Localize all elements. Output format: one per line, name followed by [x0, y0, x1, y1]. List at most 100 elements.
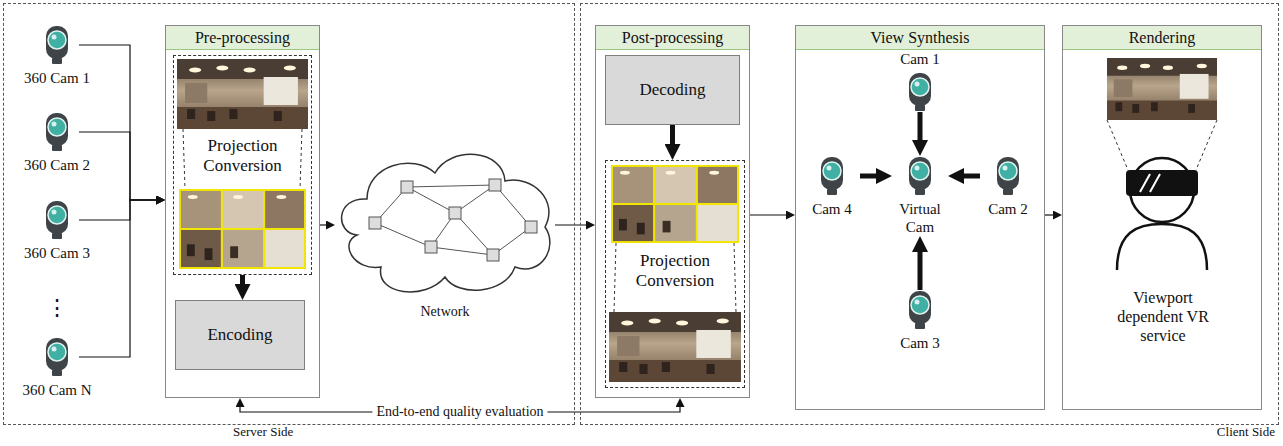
box-text: Projection Conversion	[203, 136, 281, 175]
text-slot: 360 Cam N	[22, 381, 91, 399]
camera-icon	[46, 26, 68, 64]
network-cloud-shape	[342, 154, 550, 292]
header-band: Post-processing	[596, 26, 749, 50]
panorama-image	[1107, 58, 1217, 120]
flow-arrow	[860, 174, 882, 179]
camera-node: 360 Cam 3	[9, 200, 105, 262]
note-text: Viewport dependent VR service	[1117, 289, 1209, 344]
network-links	[375, 185, 531, 255]
headset-glare	[1140, 174, 1150, 192]
camera-node: Cam 2	[980, 156, 1036, 218]
projection-box: Projection Conversion	[173, 55, 312, 275]
vr-headset	[1126, 170, 1198, 196]
region-box: 360 Cam 1 360 Cam 2 360 Cam 3 360 Cam N Proj…	[3, 3, 575, 425]
camera-node: Cam 1	[892, 50, 948, 112]
region-label: Client Side	[1217, 424, 1275, 439]
flow-arrow	[918, 246, 923, 290]
text-slot: End-to-end quality evaluation	[372, 404, 547, 420]
cubemap-image	[180, 190, 305, 268]
flow-arrow	[670, 125, 675, 150]
camera-label: Cam 1	[900, 51, 940, 67]
ellipsis-label: ⋮	[46, 295, 68, 320]
camera-label: 360 Cam 2	[24, 157, 90, 173]
dashed-line	[183, 129, 185, 189]
process-panel: Projection ConversionEncoding Pre-process…	[165, 25, 320, 398]
projection-box: Projection Conversion	[605, 160, 745, 388]
network-routers	[369, 179, 537, 261]
cubemap-image	[612, 166, 738, 242]
panel-header: Pre-processing	[195, 29, 290, 47]
text-slot: Cam 3	[900, 334, 940, 352]
camera-label: 360 Cam N	[22, 382, 91, 398]
text-slot: Projection Conversion	[616, 251, 734, 291]
connector	[555, 224, 591, 225]
region-label: Server Side	[233, 424, 293, 439]
edge-label: End-to-end quality evaluation	[372, 404, 547, 419]
text-slot: Cam 1	[900, 50, 940, 68]
connector	[320, 224, 331, 225]
camera-node: Cam 3	[892, 290, 948, 352]
camera-icon	[909, 73, 931, 111]
camera-node: Virtual Cam	[892, 156, 948, 236]
projection-images-server	[177, 59, 308, 268]
text-slot: Cam 4	[812, 200, 852, 218]
connector	[1045, 214, 1058, 215]
header-band: Pre-processing	[166, 26, 319, 50]
vr-user-illustration	[1107, 58, 1217, 270]
dashed-line	[614, 243, 616, 312]
panorama-image	[609, 312, 741, 382]
camera-icon	[46, 338, 68, 376]
headset-glare	[1150, 174, 1160, 192]
camera-node: Cam 4	[804, 156, 860, 218]
text-slot: 360 Cam 1	[24, 69, 90, 87]
projection-images-client	[609, 166, 741, 382]
text-slot: Decoding	[639, 80, 705, 100]
text-slot: Network	[335, 303, 555, 321]
box-text: Encoding	[207, 325, 272, 344]
process-panel: DecodingProjection Conversion Post-proces…	[595, 25, 750, 398]
region-box: DecodingProjection Conversion Post-proces…	[580, 3, 1279, 425]
camera-icon	[46, 201, 68, 239]
camera-node: 360 Cam N	[9, 337, 105, 399]
cloud-outline	[342, 154, 550, 292]
text-slot: Encoding	[207, 325, 272, 345]
text-slot: 360 Cam 2	[24, 156, 90, 174]
flow-arrow	[958, 174, 980, 179]
camera-label: 360 Cam 1	[24, 70, 90, 86]
process-box: Encoding	[175, 300, 305, 370]
panel-header: Post-processing	[622, 29, 723, 47]
flow-arrow	[918, 112, 923, 146]
camera-label: Cam 2	[988, 201, 1028, 217]
camera-icon	[909, 157, 931, 195]
box-text: Decoding	[639, 80, 705, 99]
text-slot: Cam 2	[988, 200, 1028, 218]
camera-label: Cam 4	[812, 201, 852, 217]
camera-label: 360 Cam 3	[24, 245, 90, 261]
panorama-image	[177, 59, 308, 129]
text-slot: Projection Conversion	[183, 136, 302, 176]
dashed-line	[734, 243, 736, 312]
text-slot: 360 Cam 3	[24, 244, 90, 262]
connector	[79, 132, 161, 200]
camera-icon	[909, 291, 931, 329]
camera-label: Virtual Cam	[899, 201, 941, 235]
process-box: Decoding	[605, 55, 740, 125]
dashed-line	[1107, 120, 1128, 170]
camera-icon	[46, 113, 68, 151]
camera-label: Cam 3	[900, 335, 940, 351]
panel-header: View Synthesis	[870, 29, 969, 47]
flow-arrow	[240, 275, 245, 290]
connector	[79, 200, 161, 220]
text-slot: Viewport dependent VR service	[1103, 288, 1223, 345]
connector	[79, 45, 161, 200]
network-cloud: Network	[335, 135, 555, 325]
text-slot: Virtual Cam	[892, 200, 948, 236]
header-band: Rendering	[1063, 26, 1261, 50]
text-slot: ⋮	[46, 296, 68, 320]
user-body	[1117, 224, 1207, 270]
camera-icon	[821, 157, 843, 195]
header-band: View Synthesis	[796, 26, 1044, 50]
camera-node: 360 Cam 1	[9, 25, 105, 87]
text-slot: Client Side	[1217, 425, 1275, 439]
panel-header: Rendering	[1129, 29, 1196, 47]
